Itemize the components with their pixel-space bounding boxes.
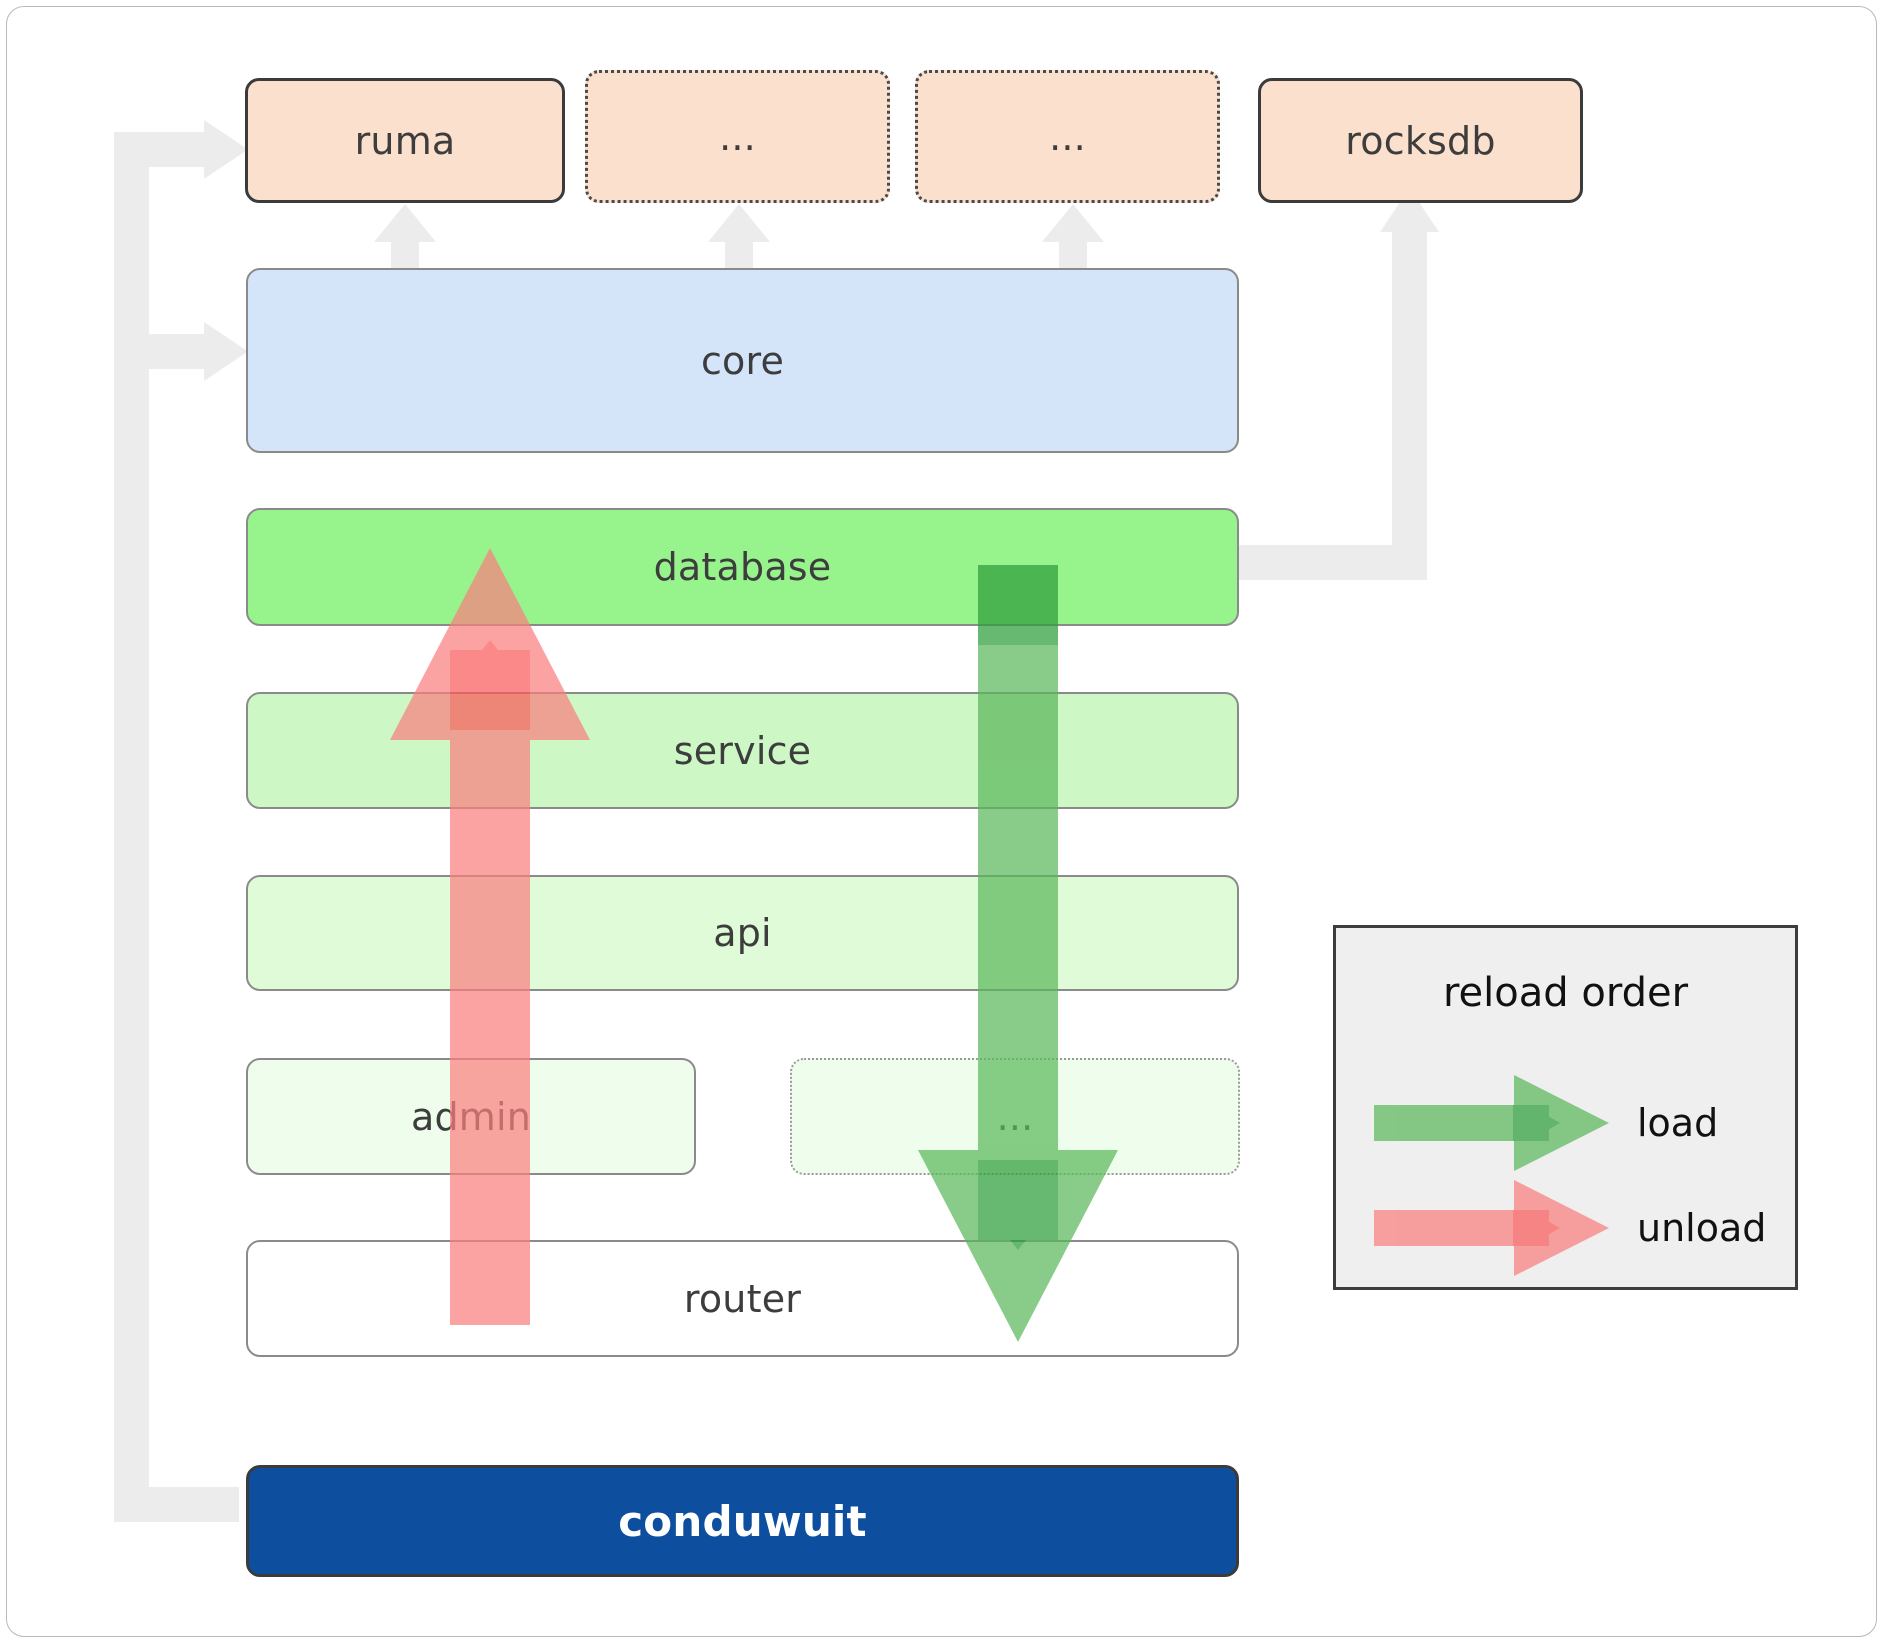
crate-label-dots-2: ... [1049, 114, 1086, 159]
unload-arrow-icon [1374, 1180, 1609, 1276]
legend-label-unload: unload [1637, 1206, 1767, 1250]
crate-box-rocksdb[interactable]: rocksdb [1258, 78, 1583, 203]
layer-label-router: router [683, 1276, 802, 1321]
legend-label-load: load [1637, 1101, 1719, 1145]
layer-label-api: api [713, 911, 772, 955]
load-arrow-icon [1374, 1075, 1609, 1171]
layer-box-database[interactable]: database [246, 508, 1239, 626]
diagram-frame [6, 6, 1877, 1637]
crate-label-rocksdb: rocksdb [1345, 118, 1496, 163]
crate-box-dots-1[interactable]: ... [585, 70, 890, 203]
legend-title: reload order [1442, 970, 1689, 1016]
crate-label-ruma: ruma [354, 118, 456, 163]
layer-box-api[interactable]: api [246, 875, 1239, 991]
layer-label-service: service [673, 728, 812, 773]
layer-label-database: database [653, 545, 832, 589]
layer-box-admin[interactable]: admin [246, 1058, 696, 1175]
layer-label-core: core [700, 338, 785, 383]
layer-box-core[interactable]: core [246, 268, 1239, 453]
legend-row-load: load [1336, 1068, 1795, 1178]
crate-box-ruma[interactable]: ruma [245, 78, 565, 203]
layer-label-dots-3: ... [996, 1094, 1034, 1139]
crate-box-dots-2[interactable]: ... [915, 70, 1220, 203]
layer-label-admin: admin [410, 1094, 532, 1139]
legend-panel: reload order load u [1333, 925, 1798, 1290]
layer-box-router[interactable]: router [246, 1240, 1239, 1357]
layer-box-dots-3[interactable]: ... [790, 1058, 1240, 1175]
legend-row-unload: unload [1336, 1173, 1795, 1283]
layer-box-service[interactable]: service [246, 692, 1239, 809]
crate-label-dots-1: ... [719, 114, 756, 159]
root-label-conduwuit: conduwuit [618, 1496, 867, 1546]
root-box-conduwuit[interactable]: conduwuit [246, 1465, 1239, 1577]
